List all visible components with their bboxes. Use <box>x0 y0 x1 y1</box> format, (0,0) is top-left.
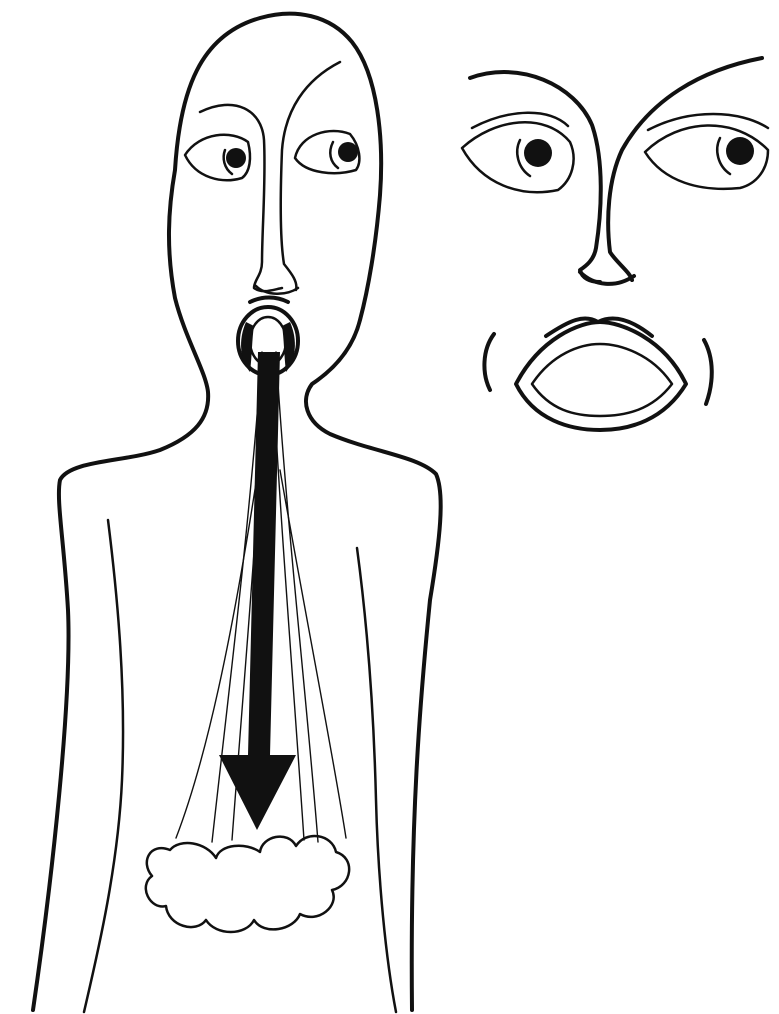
closeup-right-brow-nose-line <box>608 58 762 280</box>
right-eye <box>295 131 359 173</box>
breath-arrow-icon <box>219 352 296 830</box>
right-arm-inner-line <box>357 548 396 1012</box>
figure <box>33 14 441 1012</box>
closeup-open-mouth <box>484 318 711 430</box>
closeup-cheek-left <box>484 334 494 390</box>
closeup-nose-tip <box>580 272 634 284</box>
left-brow-nose-line <box>200 105 282 291</box>
closeup-cheek-right <box>704 340 712 404</box>
closeup-left-eye <box>462 113 574 192</box>
breath-cloud <box>146 836 349 932</box>
left-arm-inner-line <box>84 520 123 1012</box>
closeup-right-eye <box>645 114 768 189</box>
left-eye <box>185 135 250 180</box>
face-closeup <box>462 58 768 430</box>
right-brow-nose-line <box>281 62 340 290</box>
